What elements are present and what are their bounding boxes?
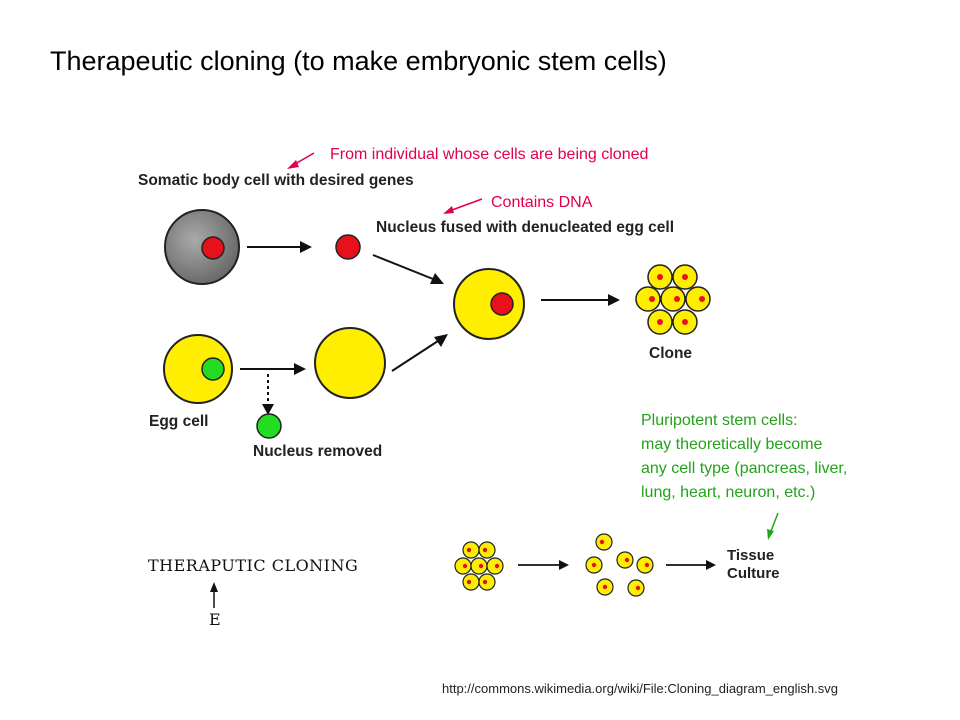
cluster-cell (462, 573, 480, 591)
source-url: http://commons.wikimedia.org/wiki/File:C… (442, 681, 838, 696)
annotation-pluripotent-line-3: any cell type (pancreas, liver, (641, 460, 848, 477)
pointer-contains-dna (451, 198, 483, 211)
label-therapeutic-cloning: THERAPUTIC CLONING (148, 556, 359, 575)
pointer-pluripotent (770, 512, 779, 532)
dispersed-cells (585, 533, 654, 597)
clone-cell (672, 309, 698, 335)
dispersed-cell (616, 551, 634, 569)
fused-cell (453, 268, 525, 340)
somatic-nucleus (201, 236, 225, 260)
label-e-marker: E (209, 610, 221, 629)
label-nucleus-removed: Nucleus removed (253, 443, 383, 460)
annotation-pluripotent-line-4: lung, heart, neuron, etc.) (641, 484, 816, 501)
denucleated-egg-cell (314, 327, 386, 399)
clone-cell (635, 286, 661, 312)
clone-cell (647, 264, 673, 290)
pointer-from-individual (294, 152, 315, 165)
cluster-cell (470, 557, 488, 575)
lower-cluster (454, 541, 504, 591)
label-clone: Clone (649, 345, 693, 362)
dispersed-cell (636, 556, 654, 574)
clone-cluster (635, 264, 711, 335)
cluster-cell (478, 573, 496, 591)
annotation-pluripotent-line-1: Pluripotent stem cells: (641, 412, 798, 429)
page-title: Therapeutic cloning (to make embryonic s… (50, 46, 667, 76)
annotation-from-individual: From individual whose cells are being cl… (330, 146, 649, 163)
dispersed-cell (627, 579, 645, 597)
label-egg-cell: Egg cell (149, 413, 209, 430)
fused-nucleus (490, 292, 514, 316)
arrow-denucleated-to-fused (391, 340, 439, 372)
label-tissue: Tissue (727, 547, 775, 564)
dispersed-cell (585, 556, 603, 574)
cluster-cell (478, 541, 496, 559)
clone-cell (660, 286, 686, 312)
extracted-nucleus (335, 234, 361, 260)
label-nucleus-fused: Nucleus fused with denucleated egg cell (376, 219, 675, 236)
removed-nucleus (256, 413, 282, 439)
arrow-nucleus-to-fused (372, 254, 434, 280)
clone-cell (647, 309, 673, 335)
annotation-pluripotent-line-2: may theoretically become (641, 436, 823, 453)
clone-cell (672, 264, 698, 290)
dispersed-cell (596, 578, 614, 596)
label-somatic-cell: Somatic body cell with desired genes (138, 172, 414, 189)
cluster-cell (486, 557, 504, 575)
egg-nucleus (201, 357, 225, 381)
clone-cell (685, 286, 711, 312)
cluster-cell (454, 557, 472, 575)
label-culture: Culture (727, 565, 780, 582)
egg-cell (163, 334, 233, 404)
annotation-contains-dna: Contains DNA (491, 194, 593, 211)
cluster-cell (462, 541, 480, 559)
dispersed-cell (595, 533, 613, 551)
